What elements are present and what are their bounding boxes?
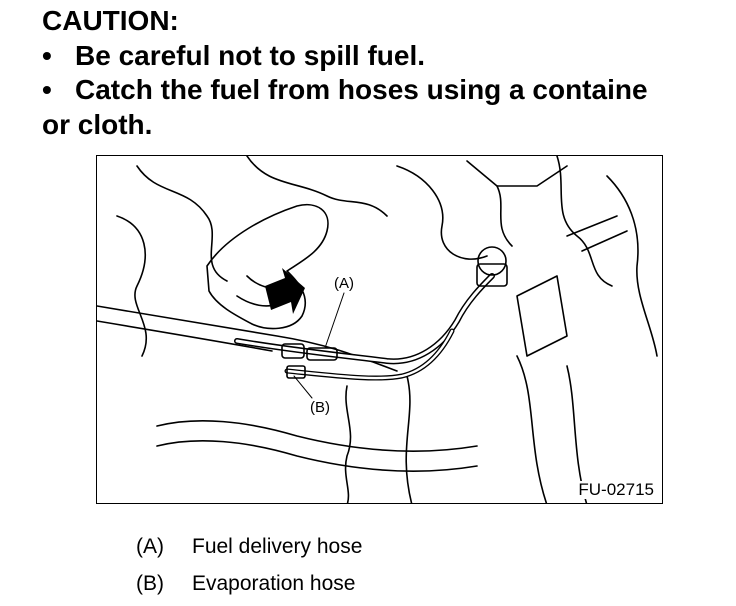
hose-fitting [281, 343, 305, 359]
caution-block: CAUTION: •Be careful not to spill fuel. … [42, 4, 736, 142]
pull-direction-arrow-icon [265, 268, 305, 314]
engine-contour [246, 156, 388, 217]
legend-item: (B)Evaporation hose [136, 572, 356, 595]
engine-contour [136, 165, 228, 282]
bracket-lines [566, 215, 628, 252]
engine-hose-illustration: (A) (B) FU-02715 [96, 155, 663, 504]
leader-line-b [293, 375, 313, 399]
pipe [97, 320, 273, 352]
engine-contour [116, 215, 148, 357]
leader-line-a [324, 292, 345, 349]
engine-contour [405, 375, 413, 503]
line-drawing [97, 156, 658, 503]
legend-item: (A)Fuel delivery hose [136, 535, 363, 558]
engine-contour [496, 185, 513, 247]
engine-contour [396, 165, 488, 260]
figure-label-a: (A) [333, 275, 355, 292]
lower-hose [156, 420, 478, 453]
bullet: • [42, 74, 52, 105]
evaporation-hose-fill [285, 329, 454, 380]
engine-contour [344, 385, 352, 503]
bracket-plate [516, 275, 568, 357]
hose-fitting [306, 347, 338, 361]
caution-title: CAUTION: [42, 5, 179, 36]
figure-code: FU-02715 [578, 480, 654, 499]
fuel-filter-body [476, 263, 508, 287]
hand-outline [206, 204, 329, 330]
fuel-filter-cap [477, 246, 507, 276]
caution-line-1: •Be careful not to spill fuel. [42, 39, 736, 74]
lower-hose [156, 440, 478, 473]
engine-contour [606, 175, 658, 357]
figure-label-b: (B) [309, 399, 331, 416]
engine-contour [466, 160, 568, 187]
engine-contour [556, 156, 613, 287]
caution-line-2: •Catch the fuel from hoses using a conta… [42, 73, 736, 108]
engine-contour [516, 355, 548, 503]
pipe [97, 305, 398, 372]
bullet: • [42, 39, 52, 71]
figure-legend: (A)Fuel delivery hose (B)Evaporation hos… [136, 528, 362, 602]
caution-line-3: or cloth. [42, 108, 153, 140]
